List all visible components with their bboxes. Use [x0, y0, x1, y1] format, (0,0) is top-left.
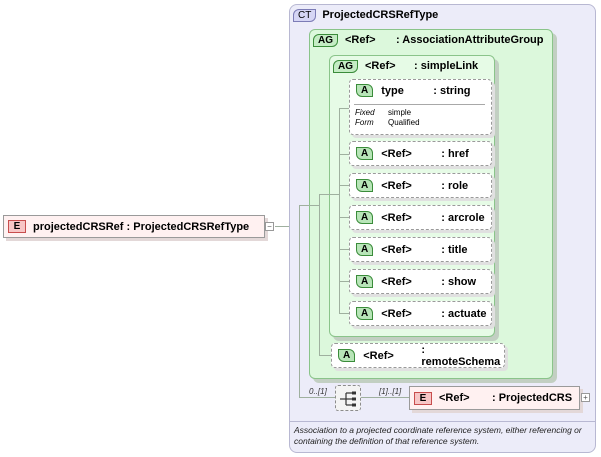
connector-line — [339, 313, 349, 314]
connector-line — [275, 226, 289, 227]
connector-line — [319, 355, 331, 356]
documentation-text: Association to a projected coordinate re… — [294, 425, 582, 446]
attribute-ref: <Ref> — [363, 349, 394, 362]
complex-type-header: CT ProjectedCRSRefType — [293, 7, 438, 23]
attribute-badge: A — [356, 147, 374, 160]
attribute-ref: <Ref> — [381, 275, 412, 288]
connector-line — [339, 249, 349, 250]
element-ref: <Ref> — [439, 392, 470, 404]
fixed-value: simple — [388, 108, 412, 117]
type-attribute[interactable]: A type : string Fixed simple Form Qualifie… — [349, 79, 492, 135]
element-badge: E — [8, 220, 26, 233]
title-attribute[interactable]: A <Ref> : title — [349, 237, 492, 262]
attribute-badge: A — [338, 349, 356, 362]
projected-crs-element[interactable]: E <Ref> : ProjectedCRS — [409, 386, 580, 410]
show-attribute[interactable]: A <Ref> : show — [349, 269, 492, 294]
attribute-name: : href — [441, 147, 469, 160]
href-attribute[interactable]: A <Ref> : href — [349, 141, 492, 166]
connector-line — [329, 194, 339, 195]
expand-toggle[interactable]: + — [581, 393, 590, 402]
connector-line — [339, 217, 349, 218]
attribute-name: type — [381, 84, 404, 97]
connector-line — [309, 205, 319, 206]
attribute-badge: A — [356, 84, 374, 97]
connector-line — [339, 154, 349, 155]
root-element-name: projectedCRSRef : ProjectedCRSRefType — [33, 220, 250, 233]
attribute-name: : arcrole — [441, 211, 485, 224]
connector-line — [299, 205, 309, 206]
element-name: : ProjectedCRS — [492, 392, 573, 404]
attribute-group-badge: AG — [333, 59, 358, 73]
attribute-badge: A — [356, 275, 374, 288]
connector-line — [299, 205, 300, 397]
sequence-icon — [340, 391, 356, 407]
group-ref: <Ref> — [365, 60, 396, 72]
collapse-toggle[interactable]: − — [265, 222, 274, 231]
sequence-cardinality: 0..[1] — [309, 387, 327, 396]
complex-type-badge: CT — [293, 8, 317, 22]
documentation-divider — [290, 421, 595, 422]
arcrole-attribute[interactable]: A <Ref> : arcrole — [349, 205, 492, 230]
attribute-ref: <Ref> — [381, 179, 412, 192]
attribute-ref: <Ref> — [381, 307, 412, 320]
fixed-label: Fixed — [355, 108, 375, 117]
group-ref: <Ref> — [345, 34, 376, 46]
connector-line — [319, 194, 320, 356]
association-attribute-group-header[interactable]: AG <Ref> : AssociationAttributeGroup — [313, 32, 543, 48]
root-element[interactable]: E projectedCRSRef : ProjectedCRSRefType — [3, 215, 265, 238]
connector-line — [339, 108, 349, 109]
attribute-badge: A — [356, 179, 374, 192]
form-label: Form — [355, 118, 374, 127]
role-attribute[interactable]: A <Ref> : role — [349, 173, 492, 198]
connector-line — [339, 108, 340, 313]
attribute-ref: <Ref> — [381, 243, 412, 256]
actuate-attribute[interactable]: A <Ref> : actuate — [349, 301, 492, 326]
attribute-group-badge: AG — [313, 33, 338, 47]
attribute-badge: A — [356, 211, 374, 224]
attribute-name: : show — [441, 275, 477, 288]
child-cardinality: [1]..[1] — [379, 387, 402, 396]
attribute-type: : string — [433, 84, 471, 97]
group-name: : simpleLink — [414, 60, 479, 72]
attribute-name: : role — [441, 179, 469, 192]
connector-line — [339, 281, 349, 282]
attribute-ref: <Ref> — [381, 211, 412, 224]
connector-line — [361, 397, 409, 398]
connector-line — [299, 397, 335, 398]
attribute-name: : remoteSchema — [421, 343, 501, 368]
group-name: : AssociationAttributeGroup — [396, 34, 544, 46]
complex-type-name: ProjectedCRSRefType — [322, 9, 439, 21]
attribute-badge: A — [356, 307, 374, 320]
connector-line — [319, 194, 329, 195]
attribute-ref: <Ref> — [381, 147, 412, 160]
attribute-name: : title — [441, 243, 468, 256]
connector-line — [339, 185, 349, 186]
form-value: Qualified — [388, 118, 420, 127]
attribute-name: : actuate — [441, 307, 487, 320]
simple-link-group-header[interactable]: AG <Ref> : simpleLink — [333, 58, 478, 74]
sequence-compositor-icon[interactable] — [335, 385, 361, 411]
element-badge: E — [414, 391, 432, 405]
attribute-badge: A — [356, 243, 374, 256]
remote-schema-attribute[interactable]: A <Ref> : remoteSchema — [331, 343, 505, 368]
